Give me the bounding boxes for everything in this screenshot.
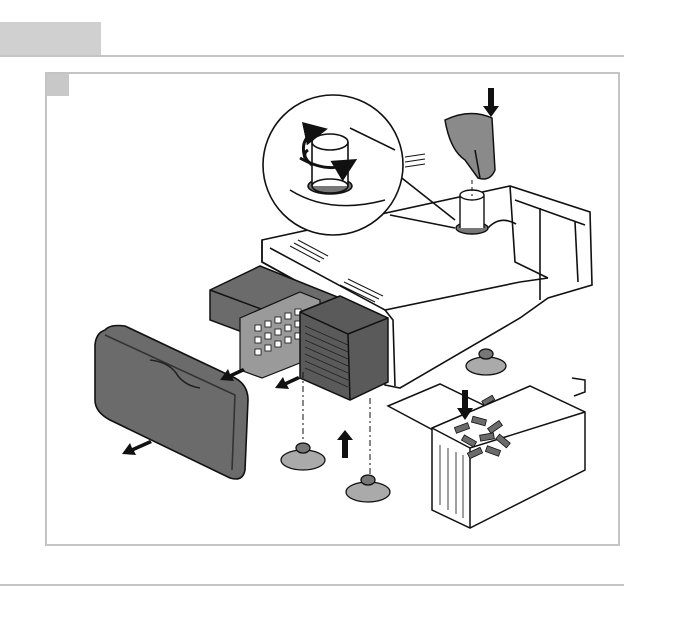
cover-remove-arrow xyxy=(122,440,152,455)
media-container xyxy=(388,378,585,528)
flow-knob xyxy=(456,190,488,234)
footer-rule xyxy=(0,584,624,586)
intake-funnel xyxy=(445,113,495,196)
suction-cup-attach-arrow xyxy=(337,430,353,458)
funnel-insert-arrow xyxy=(483,88,499,117)
filter-cartridge-ribbed xyxy=(300,296,388,400)
front-cover xyxy=(95,326,248,480)
